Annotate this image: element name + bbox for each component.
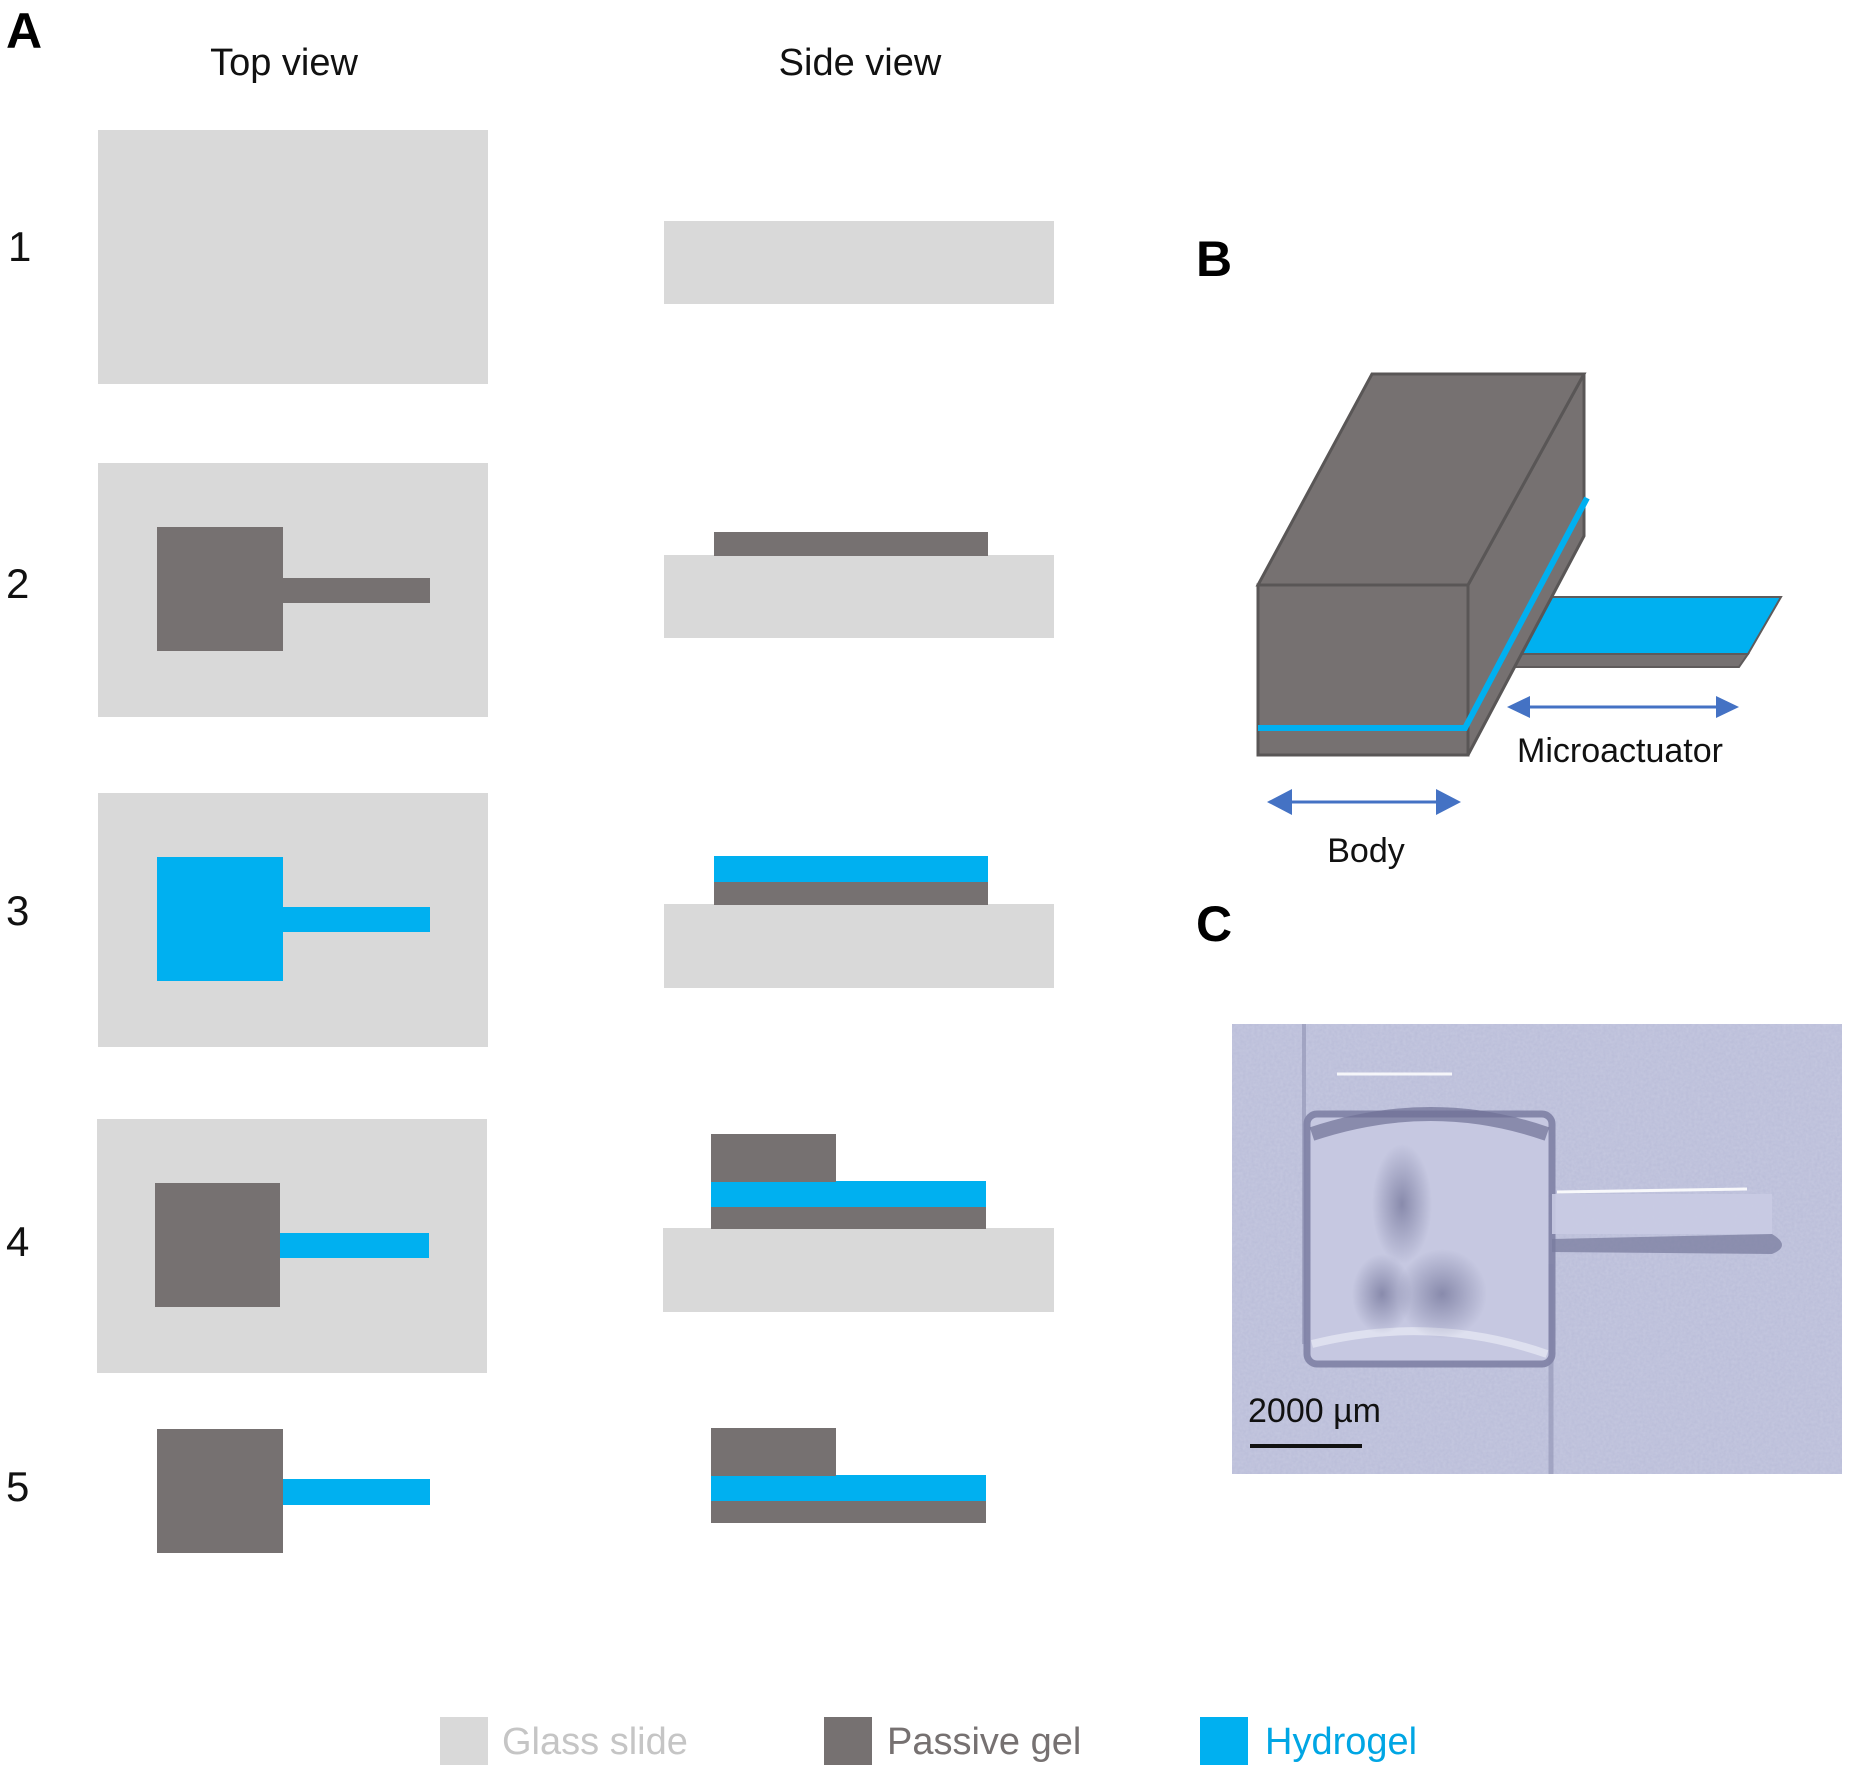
passive-gel-body <box>711 1428 836 1476</box>
panel-b-label: B <box>1196 231 1233 287</box>
step-number-3: 3 <box>6 887 30 934</box>
body-label: Body <box>1327 832 1405 870</box>
hydrogel-microactuator <box>280 1233 429 1258</box>
legend-label-glass-slide: Glass slide <box>502 1721 688 1763</box>
glass-slide-swatch <box>440 1717 488 1765</box>
passive-gel-body <box>155 1183 280 1307</box>
glass-slide <box>663 1228 1054 1312</box>
side-view-title: Side view <box>778 42 942 84</box>
passive-gel-body <box>711 1134 836 1182</box>
microactuator-arrow-icon <box>1507 696 1739 718</box>
microrobot-photo: 2000 µm <box>1232 1024 1842 1474</box>
passive-gel-swatch <box>824 1717 872 1765</box>
panel-c-label: C <box>1196 896 1233 952</box>
panel-a-label: A <box>6 3 43 59</box>
passive-gel-square <box>157 527 283 651</box>
step-number-1: 1 <box>8 223 32 270</box>
photo-texture <box>1232 1024 1842 1474</box>
passive-gel-layer <box>714 532 988 556</box>
glass-slide <box>664 221 1054 304</box>
passive-gel-layer <box>711 1500 986 1523</box>
hydrogel-stem <box>283 907 430 932</box>
hydrogel-swatch <box>1200 1717 1248 1765</box>
scale-bar-label: 2000 µm <box>1248 1392 1381 1430</box>
body-arrow-icon <box>1267 789 1461 815</box>
actuator-edge <box>1496 653 1750 668</box>
hydrogel-layer <box>711 1181 986 1207</box>
top-view-title: Top view <box>210 42 358 84</box>
scale-bar <box>1250 1444 1362 1448</box>
hydrogel-layer <box>714 856 988 882</box>
step-number-4: 4 <box>6 1218 30 1265</box>
microactuator-label: Microactuator <box>1517 732 1723 770</box>
passive-gel-layer <box>714 881 988 905</box>
passive-gel-stem <box>283 578 430 603</box>
glass-slide <box>664 555 1054 638</box>
legend-label-passive-gel: Passive gel <box>887 1721 1082 1763</box>
step-number-5: 5 <box>6 1463 30 1510</box>
glass-slide <box>664 904 1054 988</box>
hydrogel-layer-line <box>1258 496 1590 731</box>
hydrogel-microactuator <box>283 1479 430 1505</box>
hydrogel-square <box>157 857 283 981</box>
passive-gel-body <box>157 1429 283 1553</box>
legend-label-hydrogel: Hydrogel <box>1265 1721 1418 1763</box>
microrobot-3d-diagram: Microactuator Body <box>1255 372 1783 870</box>
hydrogel-layer <box>711 1475 986 1501</box>
glass-slide <box>98 130 488 384</box>
step-number-2: 2 <box>6 560 30 607</box>
passive-gel-layer <box>711 1206 986 1229</box>
